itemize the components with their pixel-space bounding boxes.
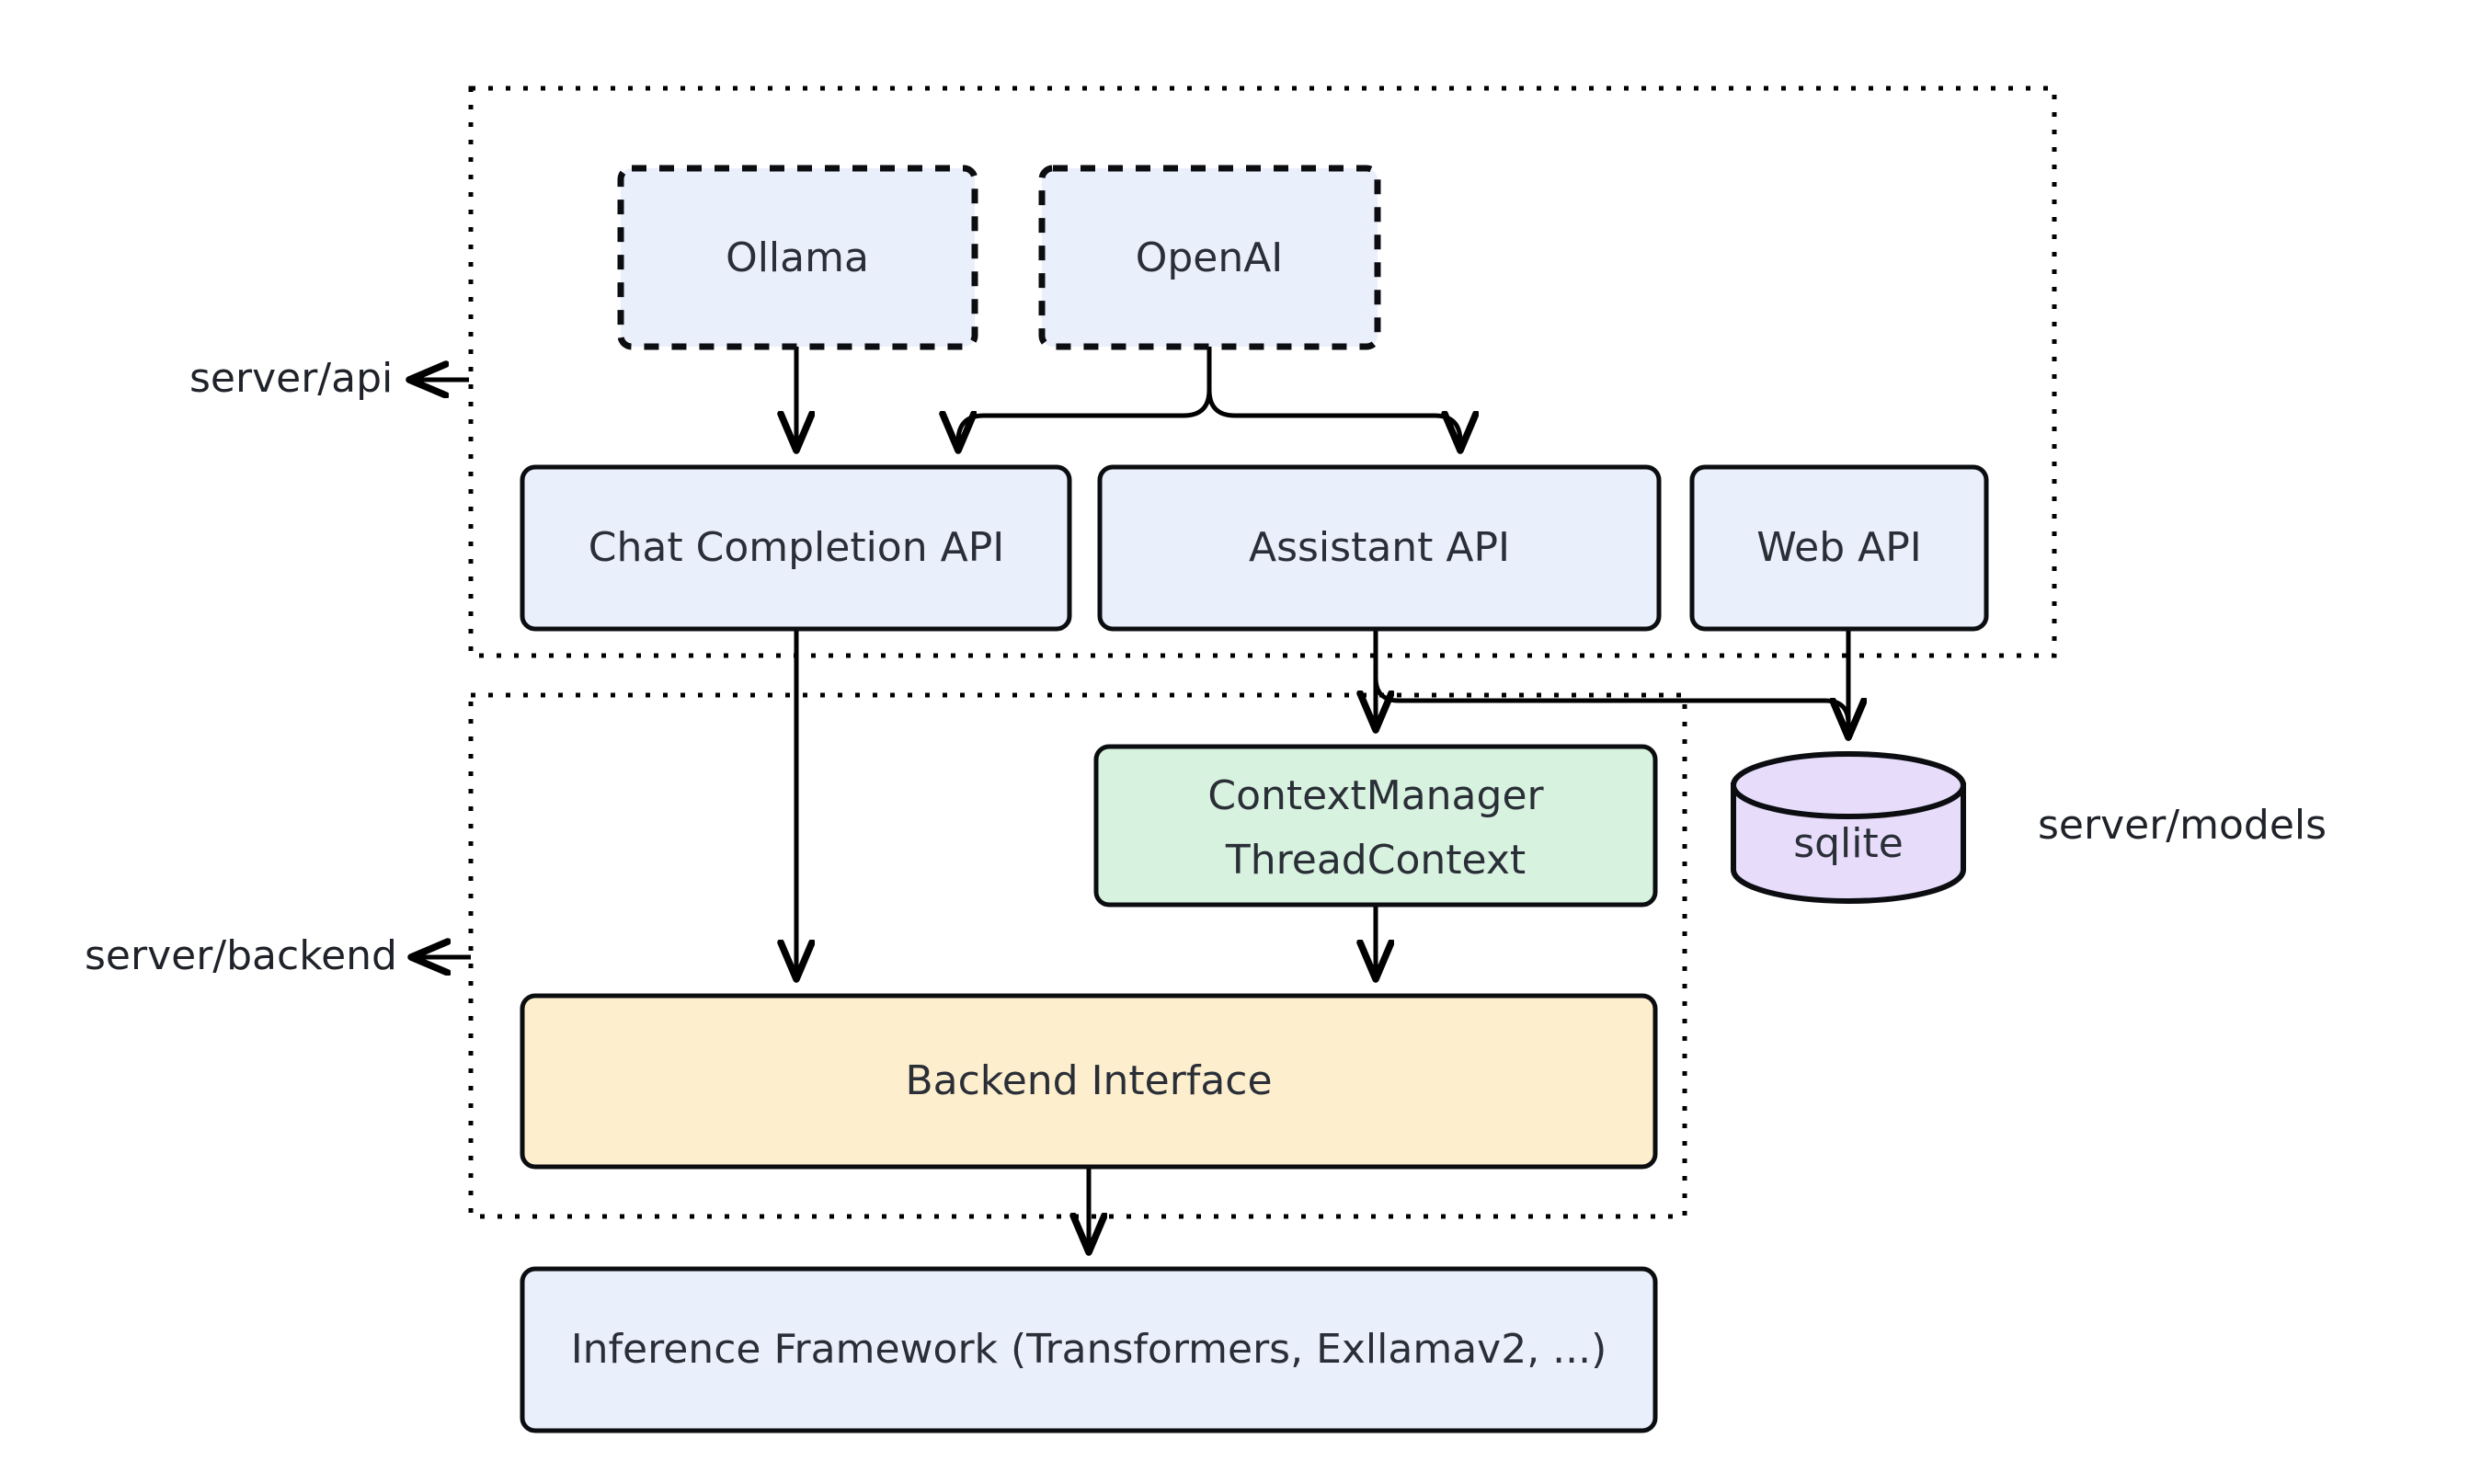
node-openai[interactable]: OpenAI [1038, 165, 1381, 350]
context-manager-box[interactable] [1093, 744, 1658, 908]
node-inference-framework[interactable]: Inference Framework (Transformers, Exlla… [520, 1266, 1658, 1433]
web-api-box[interactable] [1689, 464, 1989, 632]
edge-openai-to-chat-completion-api [958, 347, 1212, 450]
group-labels: server/api server/backend server/models [85, 355, 2327, 979]
chat-completion-api-box[interactable] [520, 464, 1072, 632]
backend-interface-label: Backend Interface [905, 1057, 1272, 1104]
node-web-api[interactable]: Web API [1689, 464, 1989, 632]
assistant-api-label: Assistant API [1249, 524, 1510, 571]
node-chat-completion-api[interactable]: Chat Completion API [520, 464, 1072, 632]
backend-interface-box[interactable] [520, 993, 1658, 1170]
assistant-api-box[interactable] [1097, 464, 1662, 632]
node-backend-interface[interactable]: Backend Interface [520, 993, 1658, 1170]
node-assistant-api[interactable]: Assistant API [1097, 464, 1662, 632]
web-api-label: Web API [1756, 524, 1922, 571]
group-label-pointers [410, 380, 471, 957]
ollama-label: Ollama [726, 234, 869, 281]
context-manager-label-line-2: ThreadContext [1225, 837, 1526, 884]
sqlite-label: sqlite [1793, 820, 1904, 867]
node-sqlite[interactable]: sqlite [1731, 751, 1966, 904]
openai-box[interactable] [1038, 165, 1381, 350]
chat-completion-api-label: Chat Completion API [589, 524, 1004, 571]
node-context-manager[interactable]: ContextManager ThreadContext [1093, 744, 1658, 908]
edges [796, 347, 1848, 1251]
inference-framework-box[interactable] [520, 1266, 1658, 1433]
openai-label: OpenAI [1136, 234, 1284, 281]
edge-assistant-api-to-sqlite [1373, 629, 1848, 736]
context-manager-label-line-1: ContextManager [1207, 772, 1544, 819]
server-backend-group-label: server/backend [85, 932, 397, 979]
node-ollama[interactable]: Ollama [617, 165, 978, 350]
server-models-group-label: server/models [2038, 802, 2327, 849]
inference-framework-label: Inference Framework (Transformers, Exlla… [571, 1326, 1607, 1373]
edge-openai-to-assistant-api [1206, 347, 1460, 450]
ollama-box[interactable] [617, 165, 978, 350]
sqlite-cylinder-top [1731, 751, 1966, 819]
server-api-group-label: server/api [189, 355, 393, 402]
